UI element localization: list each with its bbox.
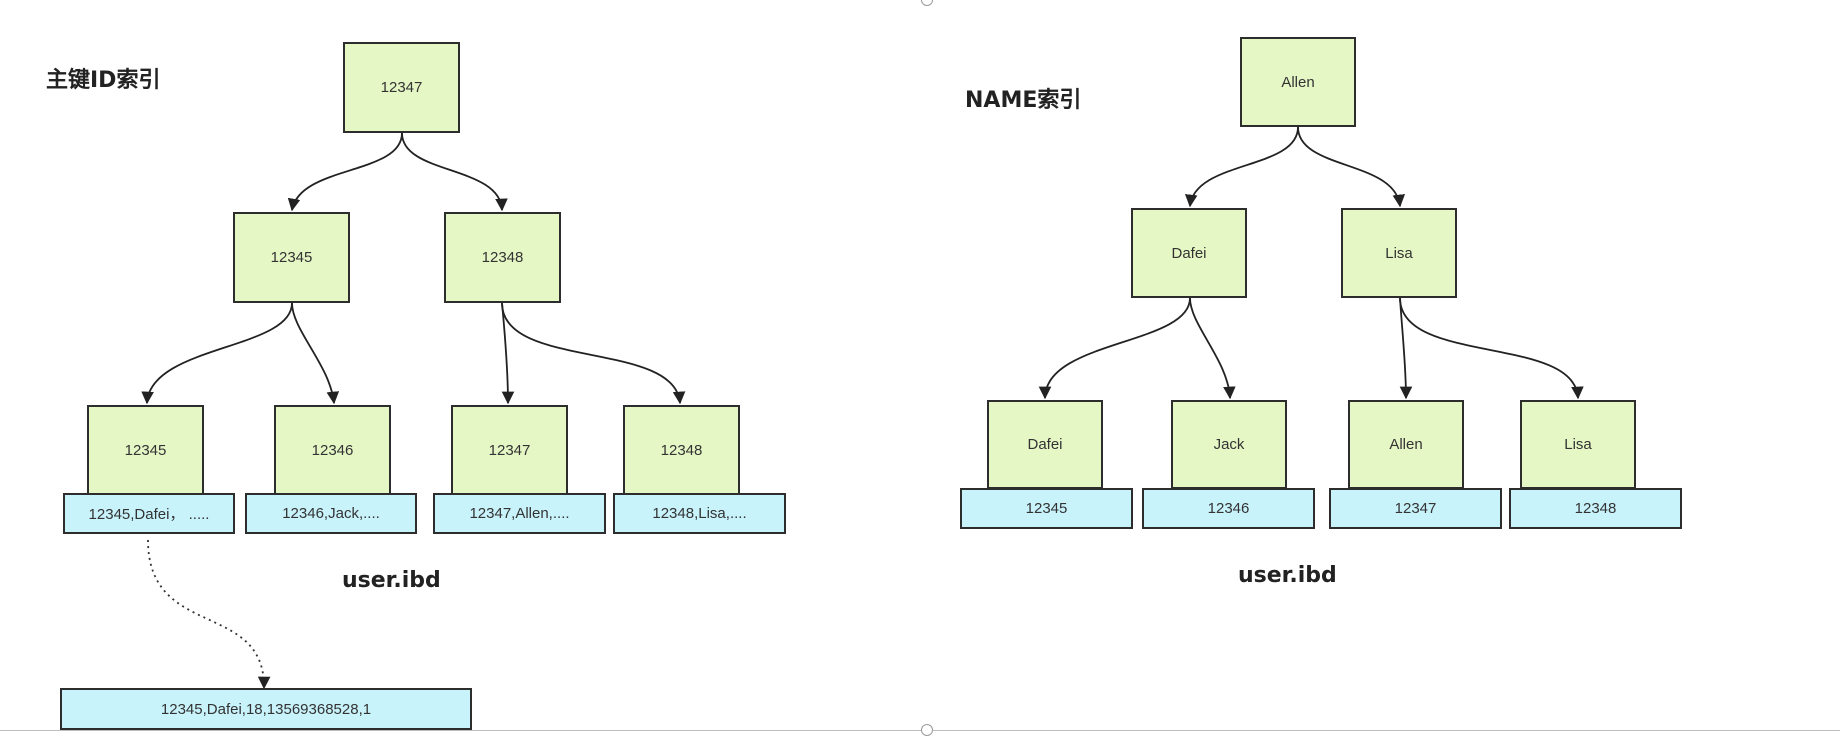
pk-root-node: 12347 — [343, 42, 460, 133]
name-leaf-node-1: Dafei — [987, 400, 1103, 489]
edge-12345-to-leaf-12345 — [141, 302, 293, 405]
pk-record-4: 12348,Lisa,.... — [613, 493, 786, 534]
pk-lookup-record: 12345,Dafei,18,13569368528,1 — [60, 688, 472, 730]
name-leaf-node-2: Jack — [1171, 400, 1287, 489]
edge-root-to-12348 — [401, 132, 508, 212]
pk-record-2: 12346,Jack,.... — [245, 493, 417, 534]
edge-dafei-to-leaf-dafei — [1038, 297, 1191, 400]
canvas-bottom-edge — [0, 730, 1840, 731]
edge-lisa-to-leaf-lisa — [1399, 297, 1584, 400]
pk-level2-node-1: 12345 — [233, 212, 350, 303]
pk-leaf-node-3: 12347 — [451, 405, 568, 495]
name-record-1: 12345 — [960, 488, 1133, 529]
pk-leaf-node-1: 12345 — [87, 405, 204, 495]
name-record-4: 12348 — [1509, 488, 1682, 529]
name-file-label: user.ibd — [1238, 563, 1337, 588]
name-index-title: NAME索引 — [965, 88, 1082, 113]
edge-root-to-12345 — [287, 132, 403, 212]
name-leaf-node-4: Lisa — [1520, 400, 1636, 489]
name-leaf-node-3: Allen — [1348, 400, 1464, 489]
edge-dafei-to-leaf-jack — [1189, 297, 1236, 400]
pk-record-1: 12345,Dafei， ..... — [63, 493, 235, 534]
edge-allen-to-lisa — [1297, 126, 1406, 208]
primary-key-index-title: 主键ID索引 — [46, 68, 161, 93]
edge-lookup-dotted — [147, 539, 271, 690]
pk-level2-node-2: 12348 — [444, 212, 561, 303]
pk-record-3: 12347,Allen,.... — [433, 493, 606, 534]
name-root-node: Allen — [1240, 37, 1356, 127]
name-record-2: 12346 — [1142, 488, 1315, 529]
edge-12345-to-leaf-12346 — [291, 302, 340, 405]
pk-leaf-node-4: 12348 — [623, 405, 740, 495]
pk-file-label: user.ibd — [342, 568, 441, 593]
name-record-3: 12347 — [1329, 488, 1502, 529]
edge-12348-to-leaf-12348 — [501, 302, 686, 405]
name-level2-node-2: Lisa — [1341, 208, 1457, 298]
bottom-resize-handle[interactable] — [921, 724, 933, 736]
pk-leaf-node-2: 12346 — [274, 405, 391, 495]
edge-allen-to-dafei — [1184, 126, 1299, 208]
name-level2-node-1: Dafei — [1131, 208, 1247, 298]
